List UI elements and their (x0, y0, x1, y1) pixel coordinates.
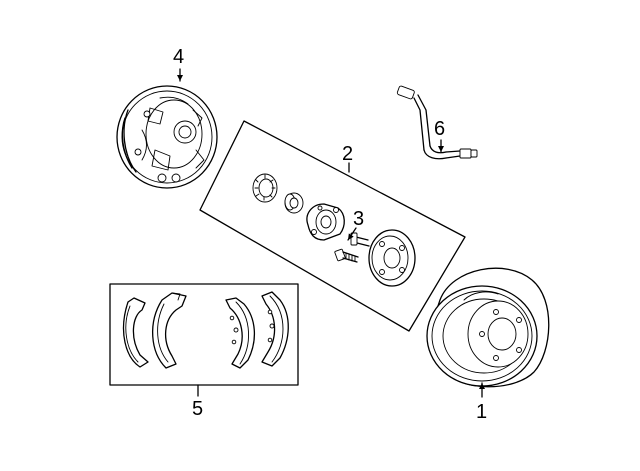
wheel-stud[interactable] (334, 248, 359, 263)
brake-shoe-1[interactable] (122, 297, 149, 368)
backing-plate[interactable] (116, 85, 218, 189)
hub-flange[interactable] (306, 203, 345, 241)
hub-assembly-box (199, 120, 466, 332)
wheel-bearing[interactable] (252, 173, 278, 203)
brake-shoes-box (109, 283, 299, 386)
brake-hose[interactable] (396, 85, 478, 160)
brake-drum[interactable] (426, 267, 550, 388)
leader-3 (347, 227, 357, 241)
callout-label-3: 3 (353, 208, 364, 230)
brake-shoe-3[interactable] (225, 297, 255, 369)
hub-seal[interactable] (284, 192, 304, 214)
callout-label-5: 5 (192, 398, 203, 420)
callout-label-6: 6 (434, 118, 445, 140)
callout-label-2: 2 (342, 143, 353, 165)
callout-label-4: 4 (173, 46, 184, 68)
brake-shoe-2[interactable] (151, 292, 187, 369)
brake-shoe-4[interactable] (261, 291, 289, 367)
callout-label-1: 1 (476, 401, 487, 423)
axle-hub[interactable] (350, 229, 416, 287)
